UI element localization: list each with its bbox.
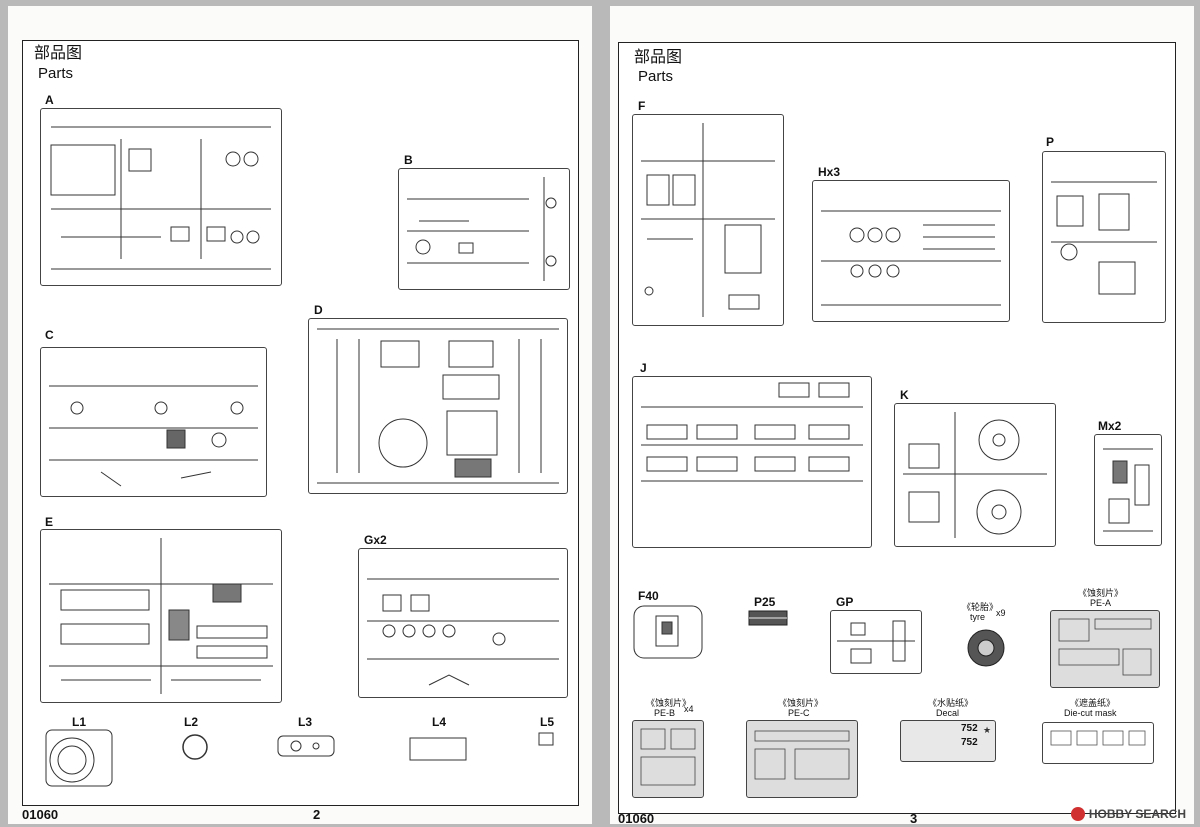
sprue-label-p: P bbox=[1046, 135, 1055, 149]
part-label-gp: GP bbox=[836, 595, 854, 609]
part-l4-drawing bbox=[408, 734, 468, 764]
page-number: 2 bbox=[313, 807, 321, 822]
sprue-gp bbox=[830, 610, 922, 674]
decal-label-en: Decal bbox=[936, 708, 960, 718]
mask-label-cn: 《遮盖纸》 bbox=[1070, 698, 1116, 708]
hobby-search-logo-icon bbox=[1070, 807, 1085, 821]
sprue-label-a: A bbox=[45, 93, 54, 107]
sprue-j bbox=[632, 376, 872, 548]
pe-c-fret bbox=[746, 720, 858, 798]
sprue-label-j: J bbox=[640, 361, 647, 375]
decal-label-cn: 《水贴纸》 bbox=[928, 698, 974, 708]
instruction-page-right: 部品图 Parts F Hx3 P J bbox=[610, 6, 1194, 824]
part-l2-drawing bbox=[180, 732, 210, 762]
pe-b-label-cn: 《蚀刻片》 bbox=[646, 698, 692, 708]
sprue-p bbox=[1042, 151, 1166, 323]
sprue-label-c: C bbox=[45, 328, 54, 342]
sprue-label-m: Mx2 bbox=[1098, 419, 1122, 433]
sprue-label-b: B bbox=[404, 153, 413, 167]
sprue-d bbox=[308, 318, 568, 494]
page-number: 3 bbox=[910, 811, 918, 824]
decal-star-icon: ★ bbox=[983, 725, 992, 735]
pe-a-label-en: PE-A bbox=[1090, 598, 1112, 608]
sprue-a bbox=[40, 108, 282, 286]
sprue-h bbox=[812, 180, 1010, 322]
decal-sheet: 752 752 ★ bbox=[900, 720, 996, 762]
tyre-drawing bbox=[966, 628, 1006, 668]
pe-a-fret bbox=[1050, 610, 1160, 688]
pe-b-label-en: PE-B bbox=[654, 708, 676, 718]
sprue-label-h: Hx3 bbox=[818, 165, 841, 179]
watermark-text: HOBBY SEARCH bbox=[1088, 807, 1186, 821]
part-p25-drawing bbox=[748, 610, 788, 626]
part-label-p25: P25 bbox=[754, 595, 776, 609]
pe-c-label-en: PE-C bbox=[788, 708, 810, 718]
sprue-e bbox=[40, 529, 282, 703]
header-english: Parts bbox=[38, 65, 74, 82]
header-chinese: 部品图 bbox=[34, 45, 83, 62]
part-label-l4: L4 bbox=[432, 715, 447, 729]
tyre-label-en: tyre bbox=[970, 612, 986, 622]
pe-b-fret bbox=[632, 720, 704, 798]
tyre-label-cn: 《轮胎》 bbox=[962, 602, 999, 612]
model-code: 01060 bbox=[618, 811, 655, 824]
part-label-l1: L1 bbox=[72, 715, 87, 729]
part-label-l5: L5 bbox=[540, 715, 555, 729]
decal-marking-2: 752 bbox=[961, 737, 978, 748]
sprue-label-g: Gx2 bbox=[364, 533, 387, 547]
pe-b-count: x4 bbox=[684, 704, 694, 714]
mask-label-en: Die-cut mask bbox=[1064, 708, 1117, 718]
pe-c-label-cn: 《蚀刻片》 bbox=[778, 698, 824, 708]
pe-a-label-cn: 《蚀刻片》 bbox=[1078, 588, 1124, 598]
mask-sheet bbox=[1042, 722, 1154, 764]
part-l3-drawing bbox=[276, 732, 336, 760]
part-l1-drawing bbox=[44, 728, 114, 788]
header-english: Parts bbox=[638, 68, 674, 85]
sprue-c bbox=[40, 347, 267, 497]
header-chinese: 部品图 bbox=[634, 49, 683, 66]
tyre-count: x9 bbox=[996, 608, 1006, 618]
sprue-label-d: D bbox=[314, 303, 323, 317]
sprue-label-e: E bbox=[45, 515, 54, 529]
part-l5-drawing bbox=[538, 732, 554, 746]
part-label-l2: L2 bbox=[184, 715, 199, 729]
decal-marking-1: 752 bbox=[961, 723, 978, 734]
sprue-m bbox=[1094, 434, 1162, 546]
part-label-f40: F40 bbox=[638, 589, 659, 603]
sprue-g bbox=[358, 548, 568, 698]
sprue-label-k: K bbox=[900, 388, 909, 402]
model-code: 01060 bbox=[22, 807, 59, 822]
sprue-b bbox=[398, 168, 570, 290]
watermark: HOBBY SEARCH bbox=[1070, 807, 1186, 821]
part-label-l3: L3 bbox=[298, 715, 313, 729]
instruction-page-left: 部品图 Parts A B C D bbox=[8, 6, 592, 824]
sprue-f bbox=[632, 114, 784, 326]
sprue-label-f: F bbox=[638, 99, 646, 113]
sprue-k bbox=[894, 403, 1056, 547]
part-f40-drawing bbox=[632, 604, 704, 660]
